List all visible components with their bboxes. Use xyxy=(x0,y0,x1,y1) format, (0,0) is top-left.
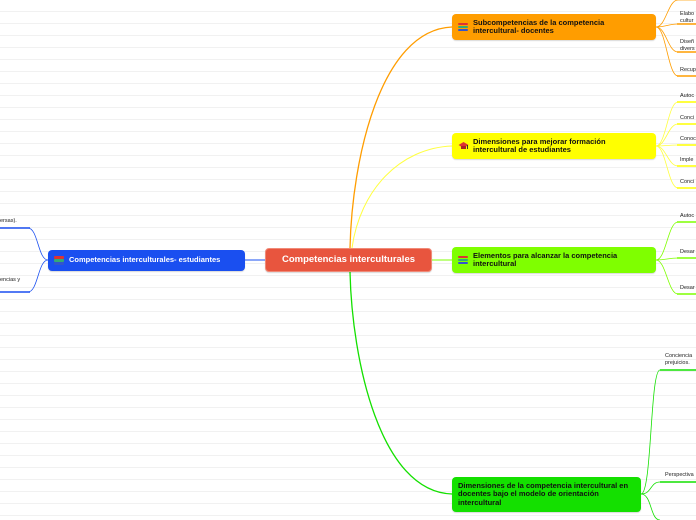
branch-dimensiones-formacion-label: Dimensiones para mejorar formación inter… xyxy=(473,136,606,154)
central-topic-label: Competencias interculturales xyxy=(281,253,416,265)
leaf-elemento-1[interactable]: Autoc xyxy=(680,213,694,220)
branch-elementos-label: Elementos para alcanzar la competencia i… xyxy=(473,250,618,268)
leaf-elemento-3[interactable]: Desar xyxy=(680,285,695,292)
branch-subcompetencias[interactable]: Subcompetencias de la competencia interc… xyxy=(452,14,656,40)
branch-dimensiones-docentes-label: Dimensiones de la competencia intercultu… xyxy=(458,480,629,507)
leaf-text: Desar xyxy=(680,285,695,291)
leaf-text: Imple xyxy=(680,157,694,163)
leaf-text: Perspectiva xyxy=(665,472,694,478)
leaf-text: Desar xyxy=(680,249,695,255)
leaf-dimension-1[interactable]: Autoc xyxy=(680,93,694,100)
branch-elementos[interactable]: Elementos para alcanzar la competencia i… xyxy=(452,247,656,273)
branch-dimensiones-formacion[interactable]: Dimensiones para mejorar formación inter… xyxy=(452,133,656,159)
graduation-cap-icon xyxy=(458,141,469,152)
branch-subcompetencias-label: Subcompetencias de la competencia interc… xyxy=(473,17,605,35)
leaf-elemento-2[interactable]: Desar xyxy=(680,249,695,256)
leaf-text: Conciencia xyxy=(665,353,693,359)
leaf-subcompetencia-2[interactable]: Diseñ divers xyxy=(680,39,695,53)
leaf-text: encias y xyxy=(0,277,21,283)
leaf-dimension-5[interactable]: Conci xyxy=(680,179,694,186)
leaf-text: prejuicios. xyxy=(665,360,690,366)
leaf-text: Autoc xyxy=(680,213,695,219)
branch-estudiantes[interactable]: Competencias interculturales- estudiante… xyxy=(48,250,245,271)
leaf-estudiante-2[interactable]: encias y xyxy=(0,277,20,284)
leaf-subcompetencia-3[interactable]: Recup xyxy=(680,67,696,74)
leaf-docente-1[interactable]: Conciencia prejuicios. xyxy=(665,353,692,367)
leaf-text: cultur xyxy=(680,18,694,24)
leaf-text: Recup xyxy=(680,67,696,73)
leaf-dimension-4[interactable]: Imple xyxy=(680,157,693,164)
books-icon xyxy=(458,22,469,33)
leaf-text: Diseñ xyxy=(680,39,695,45)
branch-dimensiones-docentes[interactable]: Dimensiones de la competencia intercultu… xyxy=(452,477,641,512)
leaf-text: ersas). xyxy=(0,218,17,224)
books-icon xyxy=(458,255,469,266)
leaf-dimension-3[interactable]: Conoc xyxy=(680,136,696,143)
leaf-subcompetencia-1[interactable]: Elabo cultur xyxy=(680,11,694,25)
leaf-estudiante-1[interactable]: ersas). xyxy=(0,218,17,225)
books-icon xyxy=(54,255,65,266)
leaf-text: divers xyxy=(680,46,695,52)
leaf-text: Conci xyxy=(680,115,695,121)
leaf-text: Autoc xyxy=(680,93,695,99)
leaf-text: Conci xyxy=(680,179,695,185)
leaf-docente-2[interactable]: Perspectiva xyxy=(665,472,694,479)
leaf-text: Elabo xyxy=(680,11,695,17)
leaf-text: Conoc xyxy=(680,136,696,142)
leaf-dimension-2[interactable]: Conci xyxy=(680,115,694,122)
central-topic[interactable]: Competencias interculturales xyxy=(265,248,432,272)
branch-estudiantes-label: Competencias interculturales- estudiante… xyxy=(69,255,221,265)
